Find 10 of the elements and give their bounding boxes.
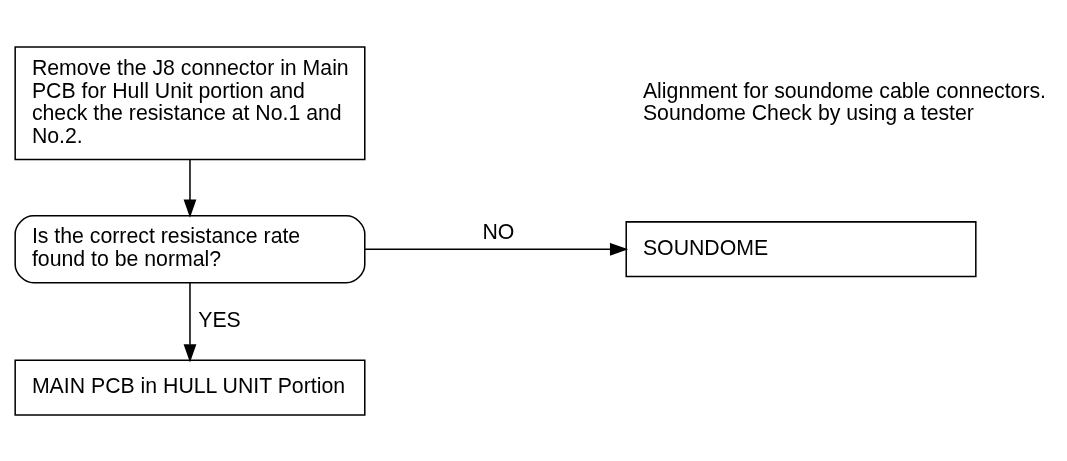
node-box: Remove the J8 connector in Main PCB for Hull Unit portion and check the resistance at No.1 and No.2. [14, 45, 366, 160]
edge-label: NO [482, 219, 515, 244]
edge-label: YES [198, 307, 241, 332]
arrow [183, 158, 197, 218]
node-box: SOUNDOME [625, 220, 977, 277]
node-box: MAIN PCB in HULL UNIT Portion [14, 358, 366, 416]
arrow [183, 281, 197, 362]
node-box: Is the correct resistance rate found to be normal? [14, 214, 366, 283]
label: Alignment for soundome cable connectors. [642, 78, 1047, 103]
arrow [364, 242, 629, 256]
